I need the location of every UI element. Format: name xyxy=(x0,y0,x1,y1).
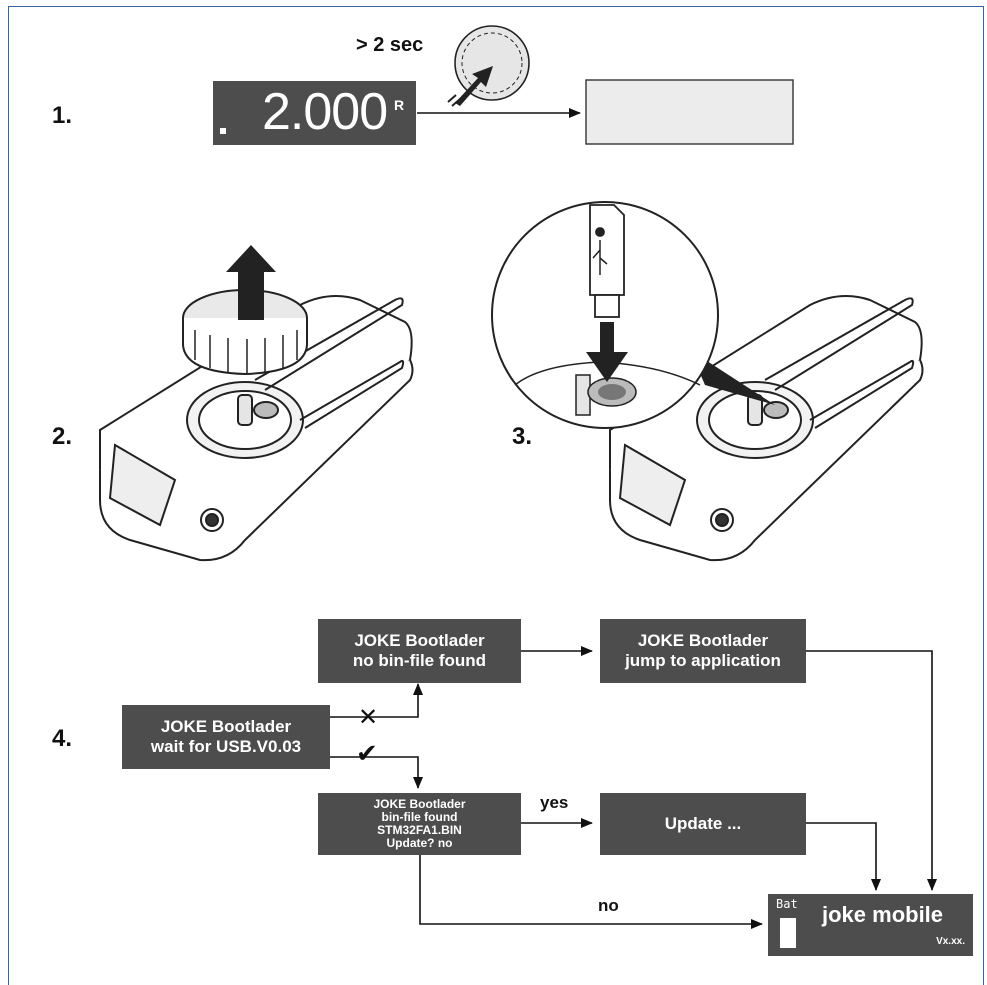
joke-mobile-title: joke mobile xyxy=(822,902,944,927)
bin-file-found-box: JOKE Bootlader bin-file found STM32FA1.B… xyxy=(318,793,521,855)
yes-label: yes xyxy=(540,793,569,812)
wait-box-line1: JOKE Bootlader xyxy=(160,717,292,737)
no-bin-file-box: JOKE Bootlader no bin-file found xyxy=(318,619,521,683)
joke-mobile-display: Bat joke mobile Vx.xx. xyxy=(768,894,973,956)
found-line4: Update? no xyxy=(386,836,453,851)
wait-for-usb-box: JOKE Bootlader wait for USB.V0.03 xyxy=(122,705,330,769)
not-found-line1: JOKE Bootlader xyxy=(354,631,485,651)
hold-time-label: > 2 sec xyxy=(356,34,424,56)
found-line1: JOKE Bootlader xyxy=(373,796,466,811)
bat-label: Bat xyxy=(776,897,798,911)
step1-blank-display xyxy=(585,79,794,145)
step3-device-illustration xyxy=(609,295,924,562)
jump-line1: JOKE Bootlader xyxy=(637,631,769,651)
step2-lift-arrow xyxy=(226,245,276,320)
insert-usb-arrow xyxy=(586,322,628,382)
found-line2: bin-file found xyxy=(381,809,458,824)
page-frame xyxy=(8,6,984,985)
jump-to-application-box: JOKE Bootlader jump to application xyxy=(600,619,806,683)
step3-zoom-pointer xyxy=(690,350,775,405)
check-icon: ✔ xyxy=(356,739,378,769)
version-label: Vx.xx. xyxy=(936,936,965,947)
step4-number: 4. xyxy=(52,725,73,752)
display-flag: R xyxy=(394,97,405,113)
display-value: 2.000 xyxy=(262,83,388,141)
wait-box-line2: wait for USB.V0.03 xyxy=(150,737,302,756)
update-text: Update ... xyxy=(664,814,742,834)
jump-line2: jump to application xyxy=(625,651,781,670)
not-found-line2: no bin-file found xyxy=(352,651,487,670)
usb-stick-icon xyxy=(589,204,625,318)
no-label: no xyxy=(598,896,619,915)
update-box: Update ... xyxy=(600,793,806,855)
cross-icon: ✕ xyxy=(358,703,379,731)
step3-number: 3. xyxy=(512,423,533,450)
step1-knob-icon xyxy=(447,25,530,107)
step2-device-illustration xyxy=(99,295,414,562)
step1-number: 1. xyxy=(52,102,73,129)
flowchart-connectors xyxy=(330,646,937,929)
step2-number: 2. xyxy=(52,423,73,450)
battery-icon xyxy=(780,918,796,948)
step1-display xyxy=(213,81,416,145)
found-line3: STM32FA1.BIN xyxy=(377,823,462,837)
